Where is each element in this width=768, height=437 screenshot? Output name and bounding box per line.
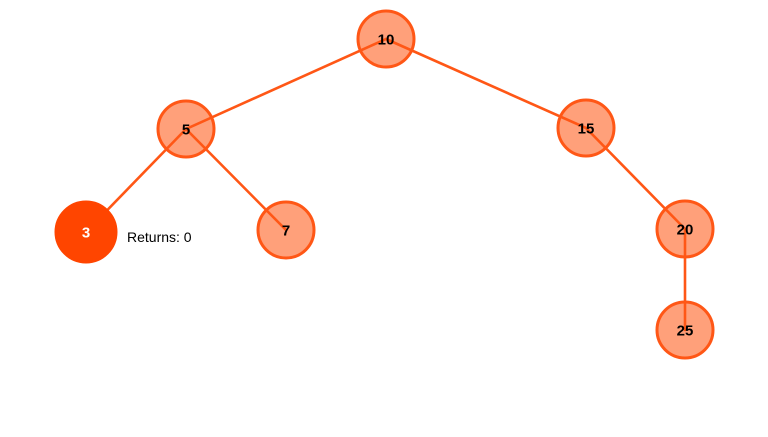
tree-edge-10-5: [184, 37, 388, 131]
tree-edges-layer: [84, 37, 687, 332]
tree-node-label-5: 5: [182, 121, 190, 138]
tree-node-label-20: 20: [677, 221, 694, 238]
tree-edge-5-7: [184, 127, 288, 232]
tree-node-label-10: 10: [378, 31, 395, 48]
tree-node-label-3: 3: [82, 224, 90, 241]
tree-labels-layer: 10 5 15 3 7 20 25 Returns: 0: [82, 31, 694, 339]
tree-node-3-highlighted: [54, 200, 118, 264]
tree-edge-15-20: [584, 126, 687, 231]
tree-node-label-7: 7: [282, 222, 290, 239]
tree-highlight-layer: [54, 200, 118, 264]
returns-label: Returns: 0: [127, 229, 192, 245]
tree-node-label-15: 15: [578, 120, 595, 137]
tree-node-label-25: 25: [677, 322, 694, 339]
tree-edge-10-15: [384, 37, 588, 130]
